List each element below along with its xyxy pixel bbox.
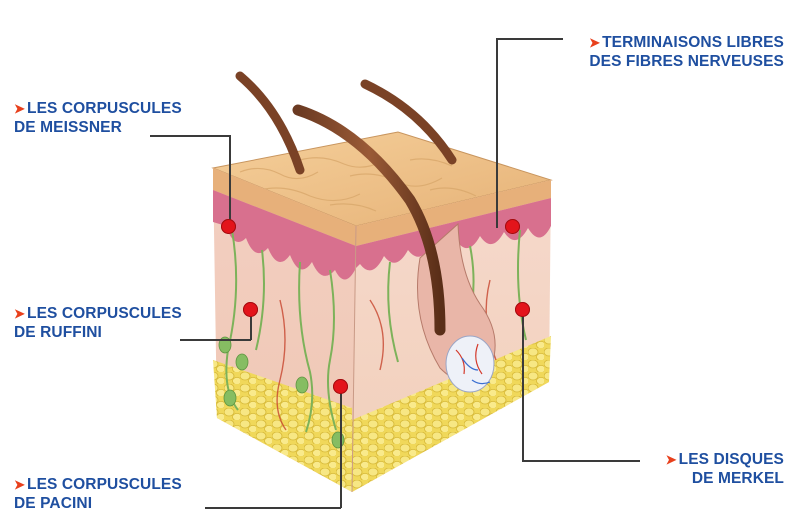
marker-dot-pacini xyxy=(333,379,348,394)
marker-dot-meissner xyxy=(221,219,236,234)
label-meissner: ➤LES CORPUSCULES DE MEISSNER xyxy=(14,99,182,137)
leader-line-ruffini xyxy=(180,339,251,341)
marker-arrow-icon: ➤ xyxy=(14,101,25,116)
marker-arrow-icon: ➤ xyxy=(666,452,677,467)
marker-arrow-icon: ➤ xyxy=(589,35,600,50)
leader-line-pacini xyxy=(340,387,342,508)
marker-dot-ruffini xyxy=(243,302,258,317)
marker-arrow-icon: ➤ xyxy=(14,477,25,492)
marker-dot-terminaisons xyxy=(505,219,520,234)
leader-line-terminaisons xyxy=(496,38,498,228)
label-pacini: ➤LES CORPUSCULES DE PACINI xyxy=(14,475,182,513)
leader-line-merkel xyxy=(522,460,640,462)
label-terminaisons: ➤TERMINAISONS LIBRES DES FIBRES NERVEUSE… xyxy=(589,33,784,71)
marker-arrow-icon: ➤ xyxy=(14,306,25,321)
label-ruffini: ➤LES CORPUSCULES DE RUFFINI xyxy=(14,304,182,342)
hair-strand xyxy=(240,76,300,170)
label-merkel: ➤LES DISQUES DE MERKEL xyxy=(666,450,784,488)
leader-line-meissner xyxy=(229,135,231,227)
leader-line-pacini xyxy=(205,507,341,509)
leader-line-merkel xyxy=(522,310,524,460)
leader-line-terminaisons xyxy=(497,38,563,40)
marker-dot-merkel xyxy=(515,302,530,317)
